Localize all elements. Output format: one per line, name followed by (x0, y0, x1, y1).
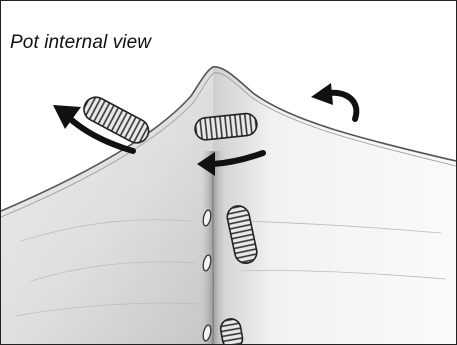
curved-arrow-head (311, 83, 333, 105)
pot-wall-right (213, 67, 456, 344)
curved-arrow-icon (329, 93, 356, 119)
worm-larva-icon (80, 93, 153, 147)
